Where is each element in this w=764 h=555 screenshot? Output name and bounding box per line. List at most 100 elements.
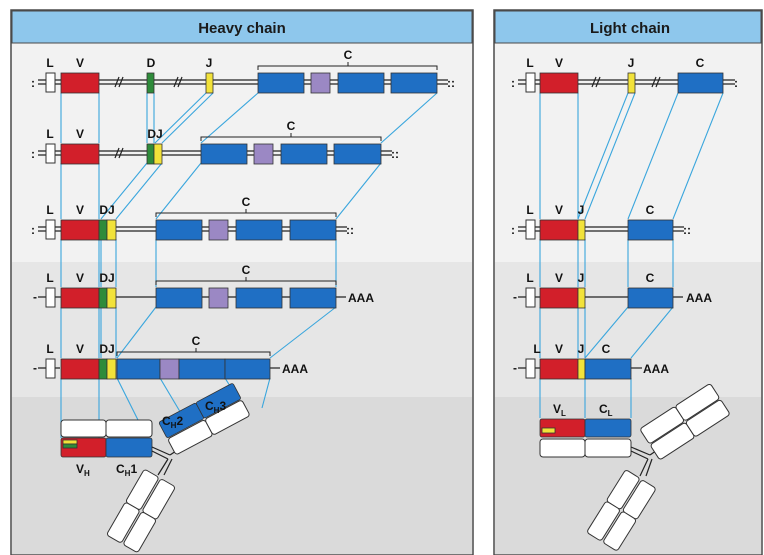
label-v: V [555, 56, 563, 70]
v-segment [60, 358, 100, 380]
light-mature-mrna: - L V J C AAA [513, 342, 669, 380]
other-fab-domain [123, 512, 156, 553]
v-segment [60, 143, 100, 165]
light-chain-domain [105, 419, 153, 438]
label-l: L [46, 56, 53, 70]
d-segment [62, 443, 78, 449]
label-dj: DJ [99, 271, 114, 285]
j-segment [205, 72, 214, 94]
other-fab-domain [107, 502, 140, 543]
c-exon [116, 358, 161, 380]
c-exon [333, 143, 382, 165]
svg-text:-: - [513, 361, 517, 375]
svg-text::: : [511, 76, 515, 90]
ch1-label: CH1 [116, 462, 137, 478]
c-exon [280, 143, 328, 165]
ch2-label: CH2 [162, 414, 183, 430]
ch1-domain [105, 437, 153, 458]
c-region-bracket [200, 133, 382, 141]
light-chain-header [494, 10, 762, 44]
ch3-label: CH3 [205, 399, 226, 415]
leader-segment [525, 219, 536, 240]
poly-a-tail-label: AAA [686, 291, 712, 305]
hinge-exon [208, 219, 229, 241]
label-l: L [526, 203, 533, 217]
heavy-vdj-joined-dna: : :: L V DJ C [31, 195, 354, 241]
d-segment [98, 287, 108, 309]
label-v: V [555, 203, 563, 217]
v-segment [60, 72, 100, 94]
vl-label: VL [553, 402, 566, 418]
hinge-exon [208, 287, 229, 309]
poly-a-tail-label: AAA [282, 362, 308, 376]
leader-segment [45, 72, 56, 93]
light-germline-dna: : : L V J C [511, 56, 738, 94]
label-l: L [46, 203, 53, 217]
poly-a-tail-label: AAA [643, 362, 669, 376]
cl-domain [584, 418, 632, 438]
svg-text::: : [31, 223, 35, 237]
c-exon [584, 358, 632, 380]
leader-segment [525, 287, 536, 308]
d-segment [98, 358, 108, 380]
c-exon [627, 219, 674, 241]
label-j: J [206, 56, 213, 70]
d-segment [98, 219, 108, 241]
label-l: L [46, 127, 53, 141]
ch3-domain [195, 383, 241, 419]
heavy-dj-joined-dna: : :: L V DJ C [31, 119, 399, 165]
c-exon [178, 358, 226, 380]
label-l: L [526, 271, 533, 285]
heavy-chain-antibody-protein: VH CH1 CH2 CH3 [60, 383, 250, 553]
heavy-partner-domain [205, 400, 250, 435]
leader-segment [525, 358, 536, 379]
svg-text:::: :: [346, 223, 354, 237]
j-segment [106, 219, 117, 241]
c-exon [337, 72, 385, 94]
c-region-bracket [116, 348, 271, 356]
label-l: L [533, 342, 540, 356]
c-exon [677, 72, 724, 94]
svg-text:-: - [513, 290, 517, 304]
c-exon [289, 287, 337, 309]
fc-domain [675, 383, 720, 421]
label-v: V [555, 271, 563, 285]
j-segment [153, 143, 163, 165]
light-chain-connector-lines [539, 92, 724, 418]
j-segment [106, 287, 117, 309]
label-l: L [46, 271, 53, 285]
label-v: V [76, 271, 84, 285]
label-j: J [578, 342, 585, 356]
label-j: J [578, 203, 585, 217]
light-chain-title: Light chain [590, 20, 670, 37]
j-segment [106, 358, 117, 380]
svg-text:::: :: [447, 76, 455, 90]
label-dj: DJ [147, 127, 162, 141]
svg-text:-: - [33, 290, 37, 304]
heavy-partner-domain [539, 438, 586, 458]
vh-label: VH [76, 462, 90, 478]
svg-text:::: :: [391, 147, 399, 161]
c-exon [257, 72, 305, 94]
c-exon [235, 219, 283, 241]
c-region-bracket [257, 62, 438, 70]
v-segment [60, 287, 100, 309]
j-segment [627, 72, 636, 94]
c-exon [289, 219, 337, 241]
light-chain-antibody-protein: VL CL [539, 383, 730, 551]
hinge-exon [310, 72, 331, 94]
hinge-exon [159, 358, 180, 380]
heavy-primary-rna-transcript: - L V DJ C AAA [33, 263, 374, 309]
cl-label: CL [599, 402, 613, 418]
c-region-bracket [155, 277, 337, 285]
label-c: C [602, 342, 611, 356]
svg-text::: : [31, 76, 35, 90]
label-c: C [646, 271, 655, 285]
label-c: C [696, 56, 705, 70]
leader-segment [45, 287, 56, 308]
label-l: L [46, 342, 53, 356]
svg-text::: : [734, 76, 738, 90]
hinge-exon [253, 143, 274, 165]
j-segment [577, 219, 586, 241]
svg-text:-: - [33, 361, 37, 375]
